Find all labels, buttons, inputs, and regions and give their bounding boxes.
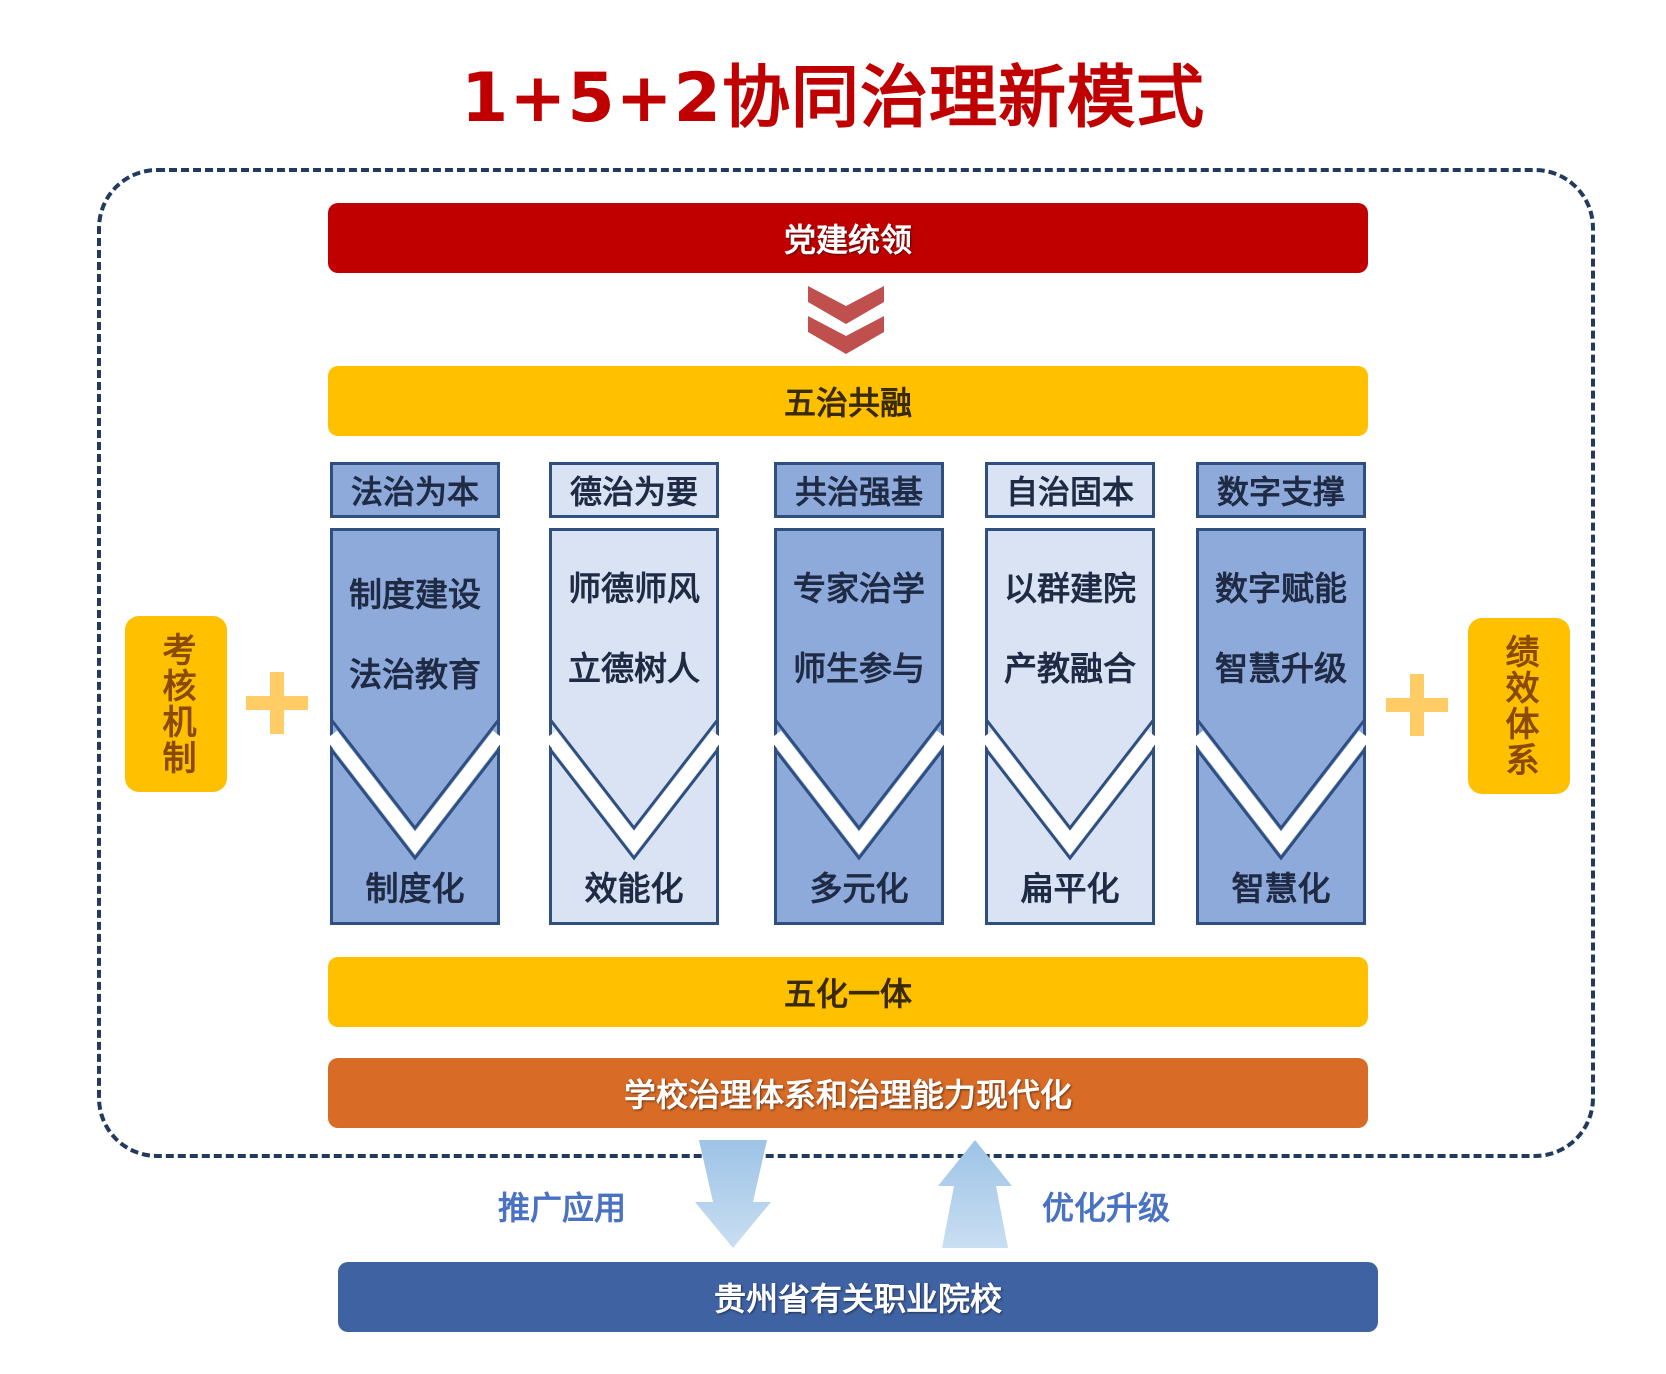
party-leadership-bar: 党建统领 [328, 203, 1368, 273]
column-result: 制度化 [365, 869, 465, 908]
column-result: 智慧化 [1231, 869, 1331, 908]
column-head: 自治固本 [985, 462, 1155, 518]
column-head: 德治为要 [549, 462, 719, 518]
double-chevron-down-icon [808, 286, 884, 354]
column-result: 扁平化 [1020, 869, 1120, 908]
column-head: 共治强基 [774, 462, 944, 518]
column-item: 专家治学 [793, 569, 925, 608]
performance-system-box: 绩效体系 [1468, 618, 1570, 794]
column-item: 产教融合 [1004, 649, 1136, 688]
column-arrow-shape [1196, 528, 1366, 925]
column-item: 立德树人 [568, 649, 700, 688]
column-item: 法治教育 [349, 655, 481, 694]
column-arrow-shape [985, 528, 1155, 925]
column-result: 效能化 [584, 869, 684, 908]
column-arrow-shape [330, 528, 500, 925]
plus-icon [1386, 674, 1448, 736]
column-item: 数字赋能 [1215, 569, 1347, 608]
column-item: 师德师风 [568, 569, 700, 608]
column-result: 多元化 [809, 869, 909, 908]
five-governance-bar: 五治共融 [328, 366, 1368, 436]
modernization-bar: 学校治理体系和治理能力现代化 [328, 1058, 1368, 1128]
plus-icon [246, 672, 308, 734]
dashed-frame [97, 168, 1595, 1158]
guizhou-colleges-bar: 贵州省有关职业院校 [338, 1262, 1378, 1332]
column-item: 智慧升级 [1215, 649, 1347, 688]
column-arrow-shape [549, 528, 719, 925]
optimize-upgrade-label: 优化升级 [1042, 1189, 1171, 1227]
diagram-title: 1+5+2协同治理新模式 [461, 59, 1205, 138]
column-item: 以群建院 [1004, 569, 1136, 608]
promote-apply-label: 推广应用 [498, 1189, 627, 1227]
column-head: 数字支撑 [1196, 462, 1366, 518]
column-head: 法治为本 [330, 462, 500, 518]
arrow-up-icon [938, 1140, 1012, 1248]
arrow-down-icon [695, 1140, 771, 1248]
assessment-mechanism-box: 考核机制 [125, 616, 227, 792]
column-item: 师生参与 [793, 649, 925, 688]
column-arrow-shape [774, 528, 944, 925]
five-integration-bar: 五化一体 [328, 957, 1368, 1027]
column-item: 制度建设 [349, 575, 481, 614]
